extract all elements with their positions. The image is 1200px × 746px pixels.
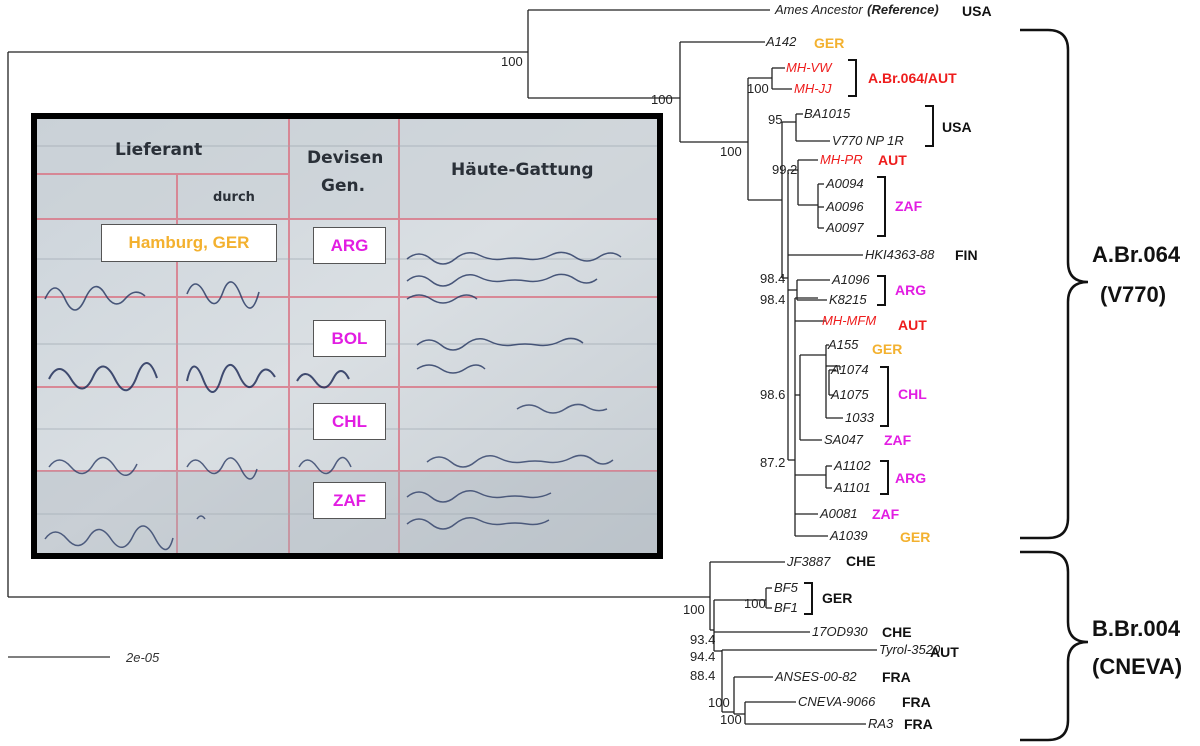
reference-taxon: Ames Ancestor (Reference) [774,1,939,18]
tree-branches [7,9,877,725]
taxon-label: ANSES-00-82 [774,669,857,684]
taxon-label: SA047 [824,432,864,447]
taxon-label: MH-VW [786,60,833,75]
taxon-label: RA3 [868,716,894,731]
label-hamburg-ger: Hamburg, GER [101,224,277,262]
country-label: GER [872,341,902,357]
ledger-header-currency: Devisen [307,148,383,168]
taxon-label: V770 NP 1R [832,133,904,148]
country-label: AUT [878,152,907,168]
taxon-label: 17OD930 [812,624,868,639]
country-label: GER [814,35,844,51]
country-label: ARG [895,470,926,486]
support-value: 99.2 [772,162,797,177]
taxon-label: A0094 [825,176,864,191]
label-chl: CHL [313,403,386,440]
taxon-label: BF5 [774,580,799,595]
taxon-label: CNEVA-9066 [798,694,876,709]
country-label: AUT [930,644,959,660]
support-value: 87.2 [760,455,785,470]
reference-country: USA [962,3,992,19]
taxon-label: BF1 [774,600,798,615]
taxon-label-mh-mfm: MH-MFM [822,313,876,328]
country-label: FIN [955,247,978,263]
ledger-header-currency-gen: Gen. [321,176,365,196]
country-label: CHE [882,624,912,640]
support-value: 100 [720,144,742,159]
country-label: GER [822,590,852,606]
taxon-label: A1096 [831,272,870,287]
country-label: USA [942,119,972,135]
support-value: 95 [768,112,782,127]
ledger-header-hide-type: Häute-Gattung [451,160,594,180]
support-value: 100 [708,695,730,710]
country-label: FRA [902,694,931,710]
taxon-label: A142 [765,34,797,49]
support-value: 100 [720,712,742,727]
country-label: A.Br.064/AUT [868,70,957,86]
taxon-label: Tyrol-3520 [879,642,941,657]
taxon-label: A155 [827,337,859,352]
clade-a-name: A.Br.064 [1092,242,1181,267]
country-label: GER [900,529,930,545]
country-label: ZAF [895,198,923,214]
reference-name: Ames Ancestor [774,2,863,17]
clade-b-subtitle: (CNEVA) [1092,654,1182,679]
country-label: ZAF [872,506,900,522]
support-value: 98.4 [760,271,785,286]
support-value: 98.4 [760,292,785,307]
scale-bar-label: 2e-05 [125,650,160,665]
reference-suffix: (Reference) [867,2,939,17]
clade-a-subtitle: (V770) [1100,282,1166,307]
country-label: FRA [882,669,911,685]
support-value: 93.4 [690,632,715,647]
country-label: AUT [898,317,927,333]
taxon-label: A1074 [830,362,869,377]
support-value: 94.4 [690,649,715,664]
support-value: 98.6 [760,387,785,402]
country-labels: GER A.Br.064/AUT USA AUT ZAF FIN ARG AUT… [814,35,978,732]
support-value: 100 [747,81,769,96]
clade-b-name: B.Br.004 [1092,616,1181,641]
taxon-label: A0097 [825,220,864,235]
taxon-label: A1075 [830,387,869,402]
ledger-header-supplier: Lieferant [115,140,202,160]
support-value: 100 [744,596,766,611]
country-label: CHE [846,553,876,569]
taxon-label: A0096 [825,199,864,214]
taxon-label: MH-PR [820,152,863,167]
support-value: 100 [501,54,523,69]
ledger-header-via: durch [213,190,255,205]
label-bol: BOL [313,320,386,357]
taxon-label: K8215 [829,292,867,307]
label-arg: ARG [313,227,386,264]
support-value: 100 [651,92,673,107]
support-value: 100 [683,602,705,617]
clade-labels: A.Br.064 (V770) B.Br.004 (CNEVA) [1092,242,1182,679]
country-label: FRA [904,716,933,732]
taxon-label: A0081 [819,506,858,521]
taxon-label: HKI4363-88 [865,247,935,262]
taxon-label: 1033 [845,410,875,425]
group-brackets [804,28,1089,742]
taxon-label: A1101 [833,480,871,495]
support-values: 100 100 100 100 95 99.2 98.4 98.4 98.6 8… [501,54,797,727]
handwriting [44,251,622,551]
label-zaf: ZAF [313,482,386,519]
taxon-label: JF3887 [786,554,831,569]
country-label: CHL [898,386,927,402]
support-value: 88.4 [690,668,715,683]
taxon-labels: A142 MH-VW MH-JJ BA1015 V770 NP 1R MH-PR… [765,34,941,731]
taxon-label: A1039 [829,528,868,543]
country-label: ZAF [884,432,912,448]
country-label: ARG [895,282,926,298]
taxon-label: MH-JJ [794,81,832,96]
ledger-photo: Lieferant durch Devisen Gen. Häute-Gattu… [31,113,663,559]
taxon-label: A1102 [833,458,871,473]
taxon-label: BA1015 [804,106,851,121]
